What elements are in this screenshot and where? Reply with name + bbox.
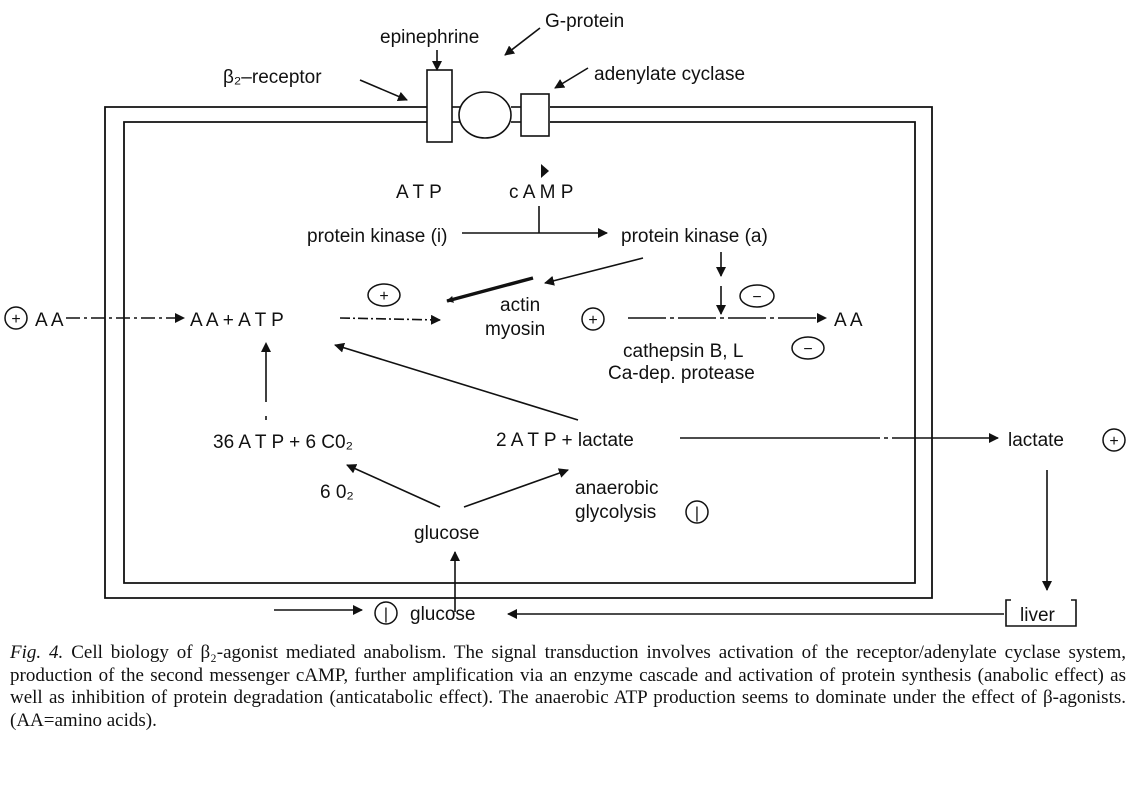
bar-circle-glycolysis: | (685, 500, 709, 524)
label-glucose-out: glucose (410, 604, 476, 625)
svg-text:−: − (752, 289, 761, 306)
arrow-glucose-anaerobic (463, 468, 569, 508)
label-aa-left: A A (35, 310, 64, 331)
g-protein-oval (458, 91, 512, 139)
label-atp-top: A T P (396, 182, 442, 203)
svg-text:|: | (695, 505, 699, 522)
label-lactate-out: lactate (1008, 430, 1064, 451)
label-glycolysis: glycolysis (575, 502, 656, 523)
liver-bracket (1005, 599, 1077, 627)
label-epinephrine: epinephrine (380, 27, 479, 48)
adenylate-cyclase-box (520, 93, 550, 137)
label-glucose-in: glucose (414, 523, 480, 544)
arrow-g-protein (504, 27, 541, 56)
label-aa-atp: A A + A T P (190, 310, 284, 331)
cell-membrane (104, 106, 933, 599)
label-6-o2: 6 0₂ (320, 482, 354, 503)
arrow-glucose-aerobic (346, 464, 441, 508)
label-protein-kinase-a: protein kinase (a) (621, 226, 768, 247)
camp-triangle (541, 164, 549, 178)
label-ca-protease: Ca-dep. protease (608, 363, 755, 384)
label-actin: actin (500, 295, 540, 316)
plus-circle-aa-left: + (4, 306, 28, 330)
label-beta2-receptor: β₂–receptor (223, 67, 322, 88)
label-protein-kinase-i: protein kinase (i) (307, 226, 447, 247)
label-36-atp: 36 A T P + 6 C0₂ (213, 432, 353, 453)
caption-text: Cell biology of β₂-agonist mediated anab… (10, 642, 1126, 731)
svg-text:+: + (11, 311, 20, 328)
minus-circle-degradation: − (739, 284, 775, 308)
label-liver: liver (1020, 605, 1056, 626)
plus-circle-synthesis: + (367, 283, 401, 307)
beta2-receptor-box (426, 69, 453, 143)
plus-circle-actin-myosin: + (581, 307, 605, 331)
label-myosin: myosin (485, 319, 545, 340)
label-g-protein: G-protein (545, 11, 624, 32)
receptor-complex (426, 69, 550, 143)
cell-diagram: epinephrine G-protein β₂–receptor adenyl… (4, 11, 1126, 627)
label-aa-right: A A (834, 310, 863, 331)
label-camp: c A M P (509, 182, 573, 203)
arrow-beta2-receptor (359, 79, 408, 102)
label-anaerobic: anaerobic (575, 478, 658, 499)
caption-fig-number: Fig. 4. (10, 642, 64, 663)
arrow-pk-to-actin (446, 276, 534, 303)
plus-circle-lactate: + (1102, 428, 1126, 452)
figure-caption: Fig. 4. Cell biology of β₂-agonist media… (10, 642, 1126, 732)
label-2-atp-lactate: 2 A T P + lactate (496, 430, 634, 451)
label-adenylate-cyclase: adenylate cyclase (594, 64, 745, 85)
svg-text:+: + (379, 288, 388, 305)
svg-text:+: + (1109, 433, 1118, 450)
arrow-to-actin-myosin (339, 314, 441, 325)
arrow-adenylate-cyclase (554, 67, 589, 89)
arrow-2atp-up (334, 342, 579, 421)
svg-text:−: − (803, 341, 812, 358)
svg-text:+: + (588, 312, 597, 329)
minus-circle-cathepsin: − (791, 336, 825, 360)
svg-text:|: | (384, 606, 388, 623)
bar-circle-glucose: | (374, 601, 398, 625)
label-cathepsin: cathepsin B, L (623, 341, 743, 362)
arrow-pk-to-actin-long (544, 257, 644, 286)
